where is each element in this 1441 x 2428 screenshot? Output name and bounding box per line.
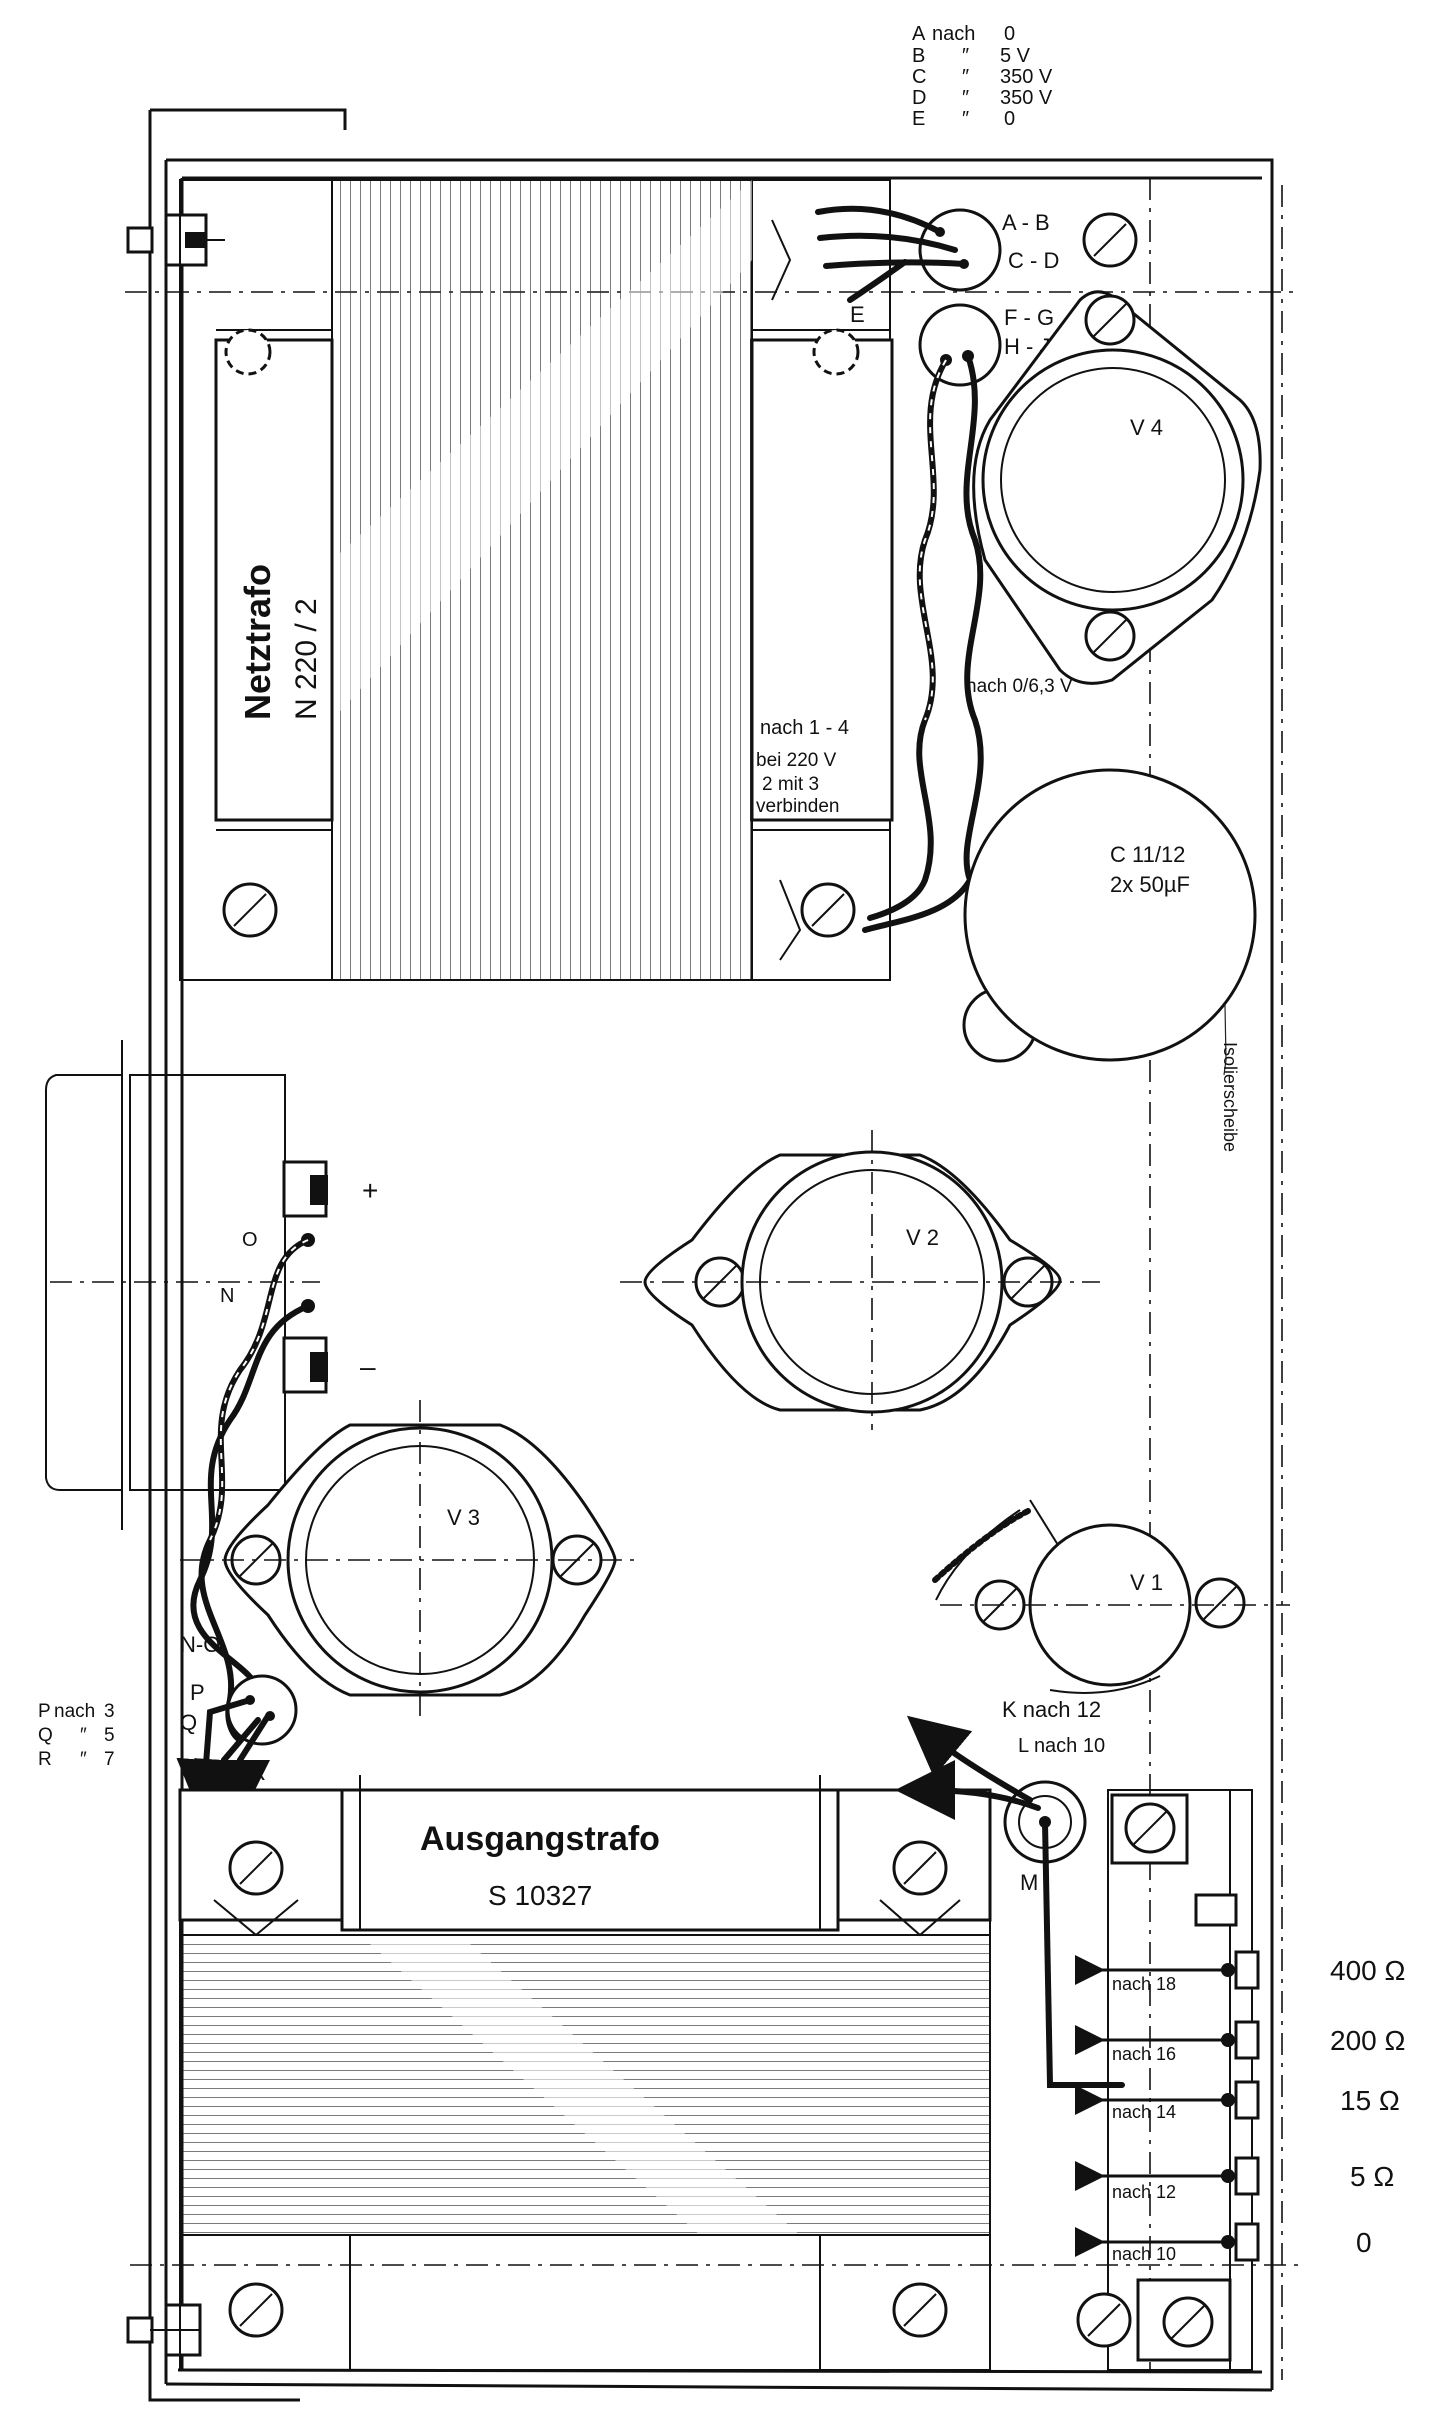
capacitor-value: 2x 50µF (1110, 872, 1190, 897)
legend-key-a: A (912, 23, 926, 45)
note-2-mit-3: 2 mit 3 (762, 774, 819, 795)
note-verbinden: verbinden (756, 796, 839, 817)
output-tap-wire-label: nach 12 (1112, 2182, 1176, 2202)
output-terminal-strip (1076, 1789, 1253, 2371)
output-taps: nach 18 400 Ω nach 16 200 Ω nach 14 15 Ω nach … (1075, 1950, 1405, 2264)
socket-label-cd: C - D (1008, 248, 1059, 273)
socket-abcde: A - B C - D E (815, 205, 1059, 327)
tube-v4-label: V 4 (1130, 415, 1163, 440)
legend-text-p: nach (54, 1701, 95, 1722)
legend-key-b: B (912, 45, 925, 67)
legend-top: A nach 0 B ″ 5 V C ″ 350 V D ″ 350 V E ″… (912, 23, 1053, 130)
socket-label-fg: F - G (1004, 305, 1054, 330)
output-tap-ohm-label: 400 Ω (1330, 1955, 1405, 1986)
output-tap-ohm-label: 15 Ω (1340, 2085, 1400, 2116)
output-terminal-2 (1234, 2080, 1260, 2120)
tube-v4: V 4 (972, 290, 1262, 685)
output-tap-solder-point-2 (1221, 2093, 1235, 2107)
wire-label-o: O (242, 1229, 258, 1251)
socket-label-r: R (250, 1760, 266, 1785)
output-tap-solder-point-1 (1221, 2033, 1235, 2047)
legend-value-a: 0 (1004, 23, 1015, 45)
tube-v2: V 2 (620, 1130, 1100, 1430)
legend-key-p: P (38, 1701, 51, 1722)
legend-key-d: D (912, 87, 926, 109)
socket-m: K nach 12 L nach 10 M (895, 1697, 1125, 2088)
legend-key-q: Q (38, 1725, 53, 1746)
socket-label-m: M (1020, 1870, 1038, 1895)
legend-value-b: 5 V (1000, 45, 1031, 67)
netztrafo-title: Netztrafo (237, 564, 278, 720)
legend-text-q: ″ (80, 1725, 87, 1746)
socket-label-no: N-O (180, 1632, 220, 1657)
note-bei-220v: bei 220 V (756, 750, 837, 771)
screw-top-right (1082, 212, 1138, 268)
chassis-bolt-bottom (126, 2303, 202, 2357)
output-tap-solder-point-3 (1221, 2169, 1235, 2183)
note-nach-1-4: nach 1 - 4 (760, 717, 849, 739)
legend-text-e: ″ (962, 108, 969, 130)
tube-v2-label: V 2 (906, 1225, 939, 1250)
note-nach-0-6-3v: nach 0/6,3 V (966, 676, 1073, 697)
legend-value-c: 350 V (1000, 66, 1053, 88)
note-isolierscheibe: Isolierscheibe (1220, 1042, 1240, 1152)
socket-pqr: P Q R (176, 1674, 298, 1820)
output-tap-solder-point-0 (1221, 1963, 1235, 1977)
output-tap-solder-point-4 (1221, 2235, 1235, 2249)
output-tap-wire-label: nach 10 (1112, 2244, 1176, 2264)
socket-label-q: Q (180, 1710, 197, 1735)
socket-label-l: L nach 10 (1018, 1735, 1105, 1757)
socket-label-k: K nach 12 (1002, 1697, 1101, 1722)
legend-value-p: 3 (104, 1701, 115, 1722)
legend-value-q: 5 (104, 1725, 115, 1746)
netztrafo-code: N 220 / 2 (290, 598, 323, 720)
legend-value-e: 0 (1004, 108, 1015, 130)
legend-value-d: 350 V (1000, 87, 1053, 109)
capacitor-c11-12: C 11/12 2x 50µF Isolierscheibe (962, 768, 1257, 1152)
legend-value-r: 7 (104, 1749, 115, 1770)
legend-text-a: nach (932, 23, 975, 45)
legend-left: P nach 3 Q ″ 5 R ″ 7 (38, 1701, 115, 1770)
left-bracket: + – O N (45, 1040, 378, 1530)
heater-wires: nach 1 - 4 nach 0/6,3 V bei 220 V 2 mit … (756, 353, 1073, 933)
output-tap-ohm-label: 5 Ω (1350, 2161, 1394, 2192)
output-terminal-1 (1234, 2020, 1260, 2060)
terminal-minus-label: – (360, 1351, 376, 1382)
netztrafo: Netztrafo N 220 / 2 (179, 179, 894, 981)
tube-v1-label: V 1 (1130, 1570, 1163, 1595)
tube-v3-label: V 3 (447, 1505, 480, 1530)
ausgangstrafo-title: Ausgangstrafo (420, 1820, 660, 1858)
ausgangstrafo: Ausgangstrafo S 10327 (178, 1775, 992, 2371)
output-tap-ohm-label: 200 Ω (1330, 2025, 1405, 2056)
output-tap-wire-label: nach 14 (1112, 2102, 1176, 2122)
output-tap-ohm-label: 0 (1356, 2227, 1372, 2258)
output-terminal-4 (1234, 2222, 1260, 2262)
output-tap-wire-label: nach 18 (1112, 1974, 1176, 1994)
tube-v3: V 3 (180, 1400, 640, 1720)
capacitor-name: C 11/12 (1110, 842, 1185, 867)
wire-label-n: N (220, 1285, 234, 1307)
output-terminal-3 (1234, 2156, 1260, 2196)
ausgangstrafo-code: S 10327 (488, 1880, 592, 1911)
chassis-bolt-top (126, 213, 225, 267)
legend-text-d: ″ (962, 87, 969, 109)
socket-label-e: E (850, 302, 865, 327)
tube-v1: V 1 (932, 1499, 1290, 1694)
legend-key-e: E (912, 108, 925, 130)
legend-text-b: ″ (962, 45, 969, 67)
output-terminal-0 (1234, 1950, 1260, 1990)
legend-text-r: ″ (80, 1749, 87, 1770)
output-tap-wire-label: nach 16 (1112, 2044, 1176, 2064)
legend-text-c: ″ (962, 66, 969, 88)
terminal-plus-label: + (362, 1175, 378, 1206)
legend-key-r: R (38, 1749, 52, 1770)
socket-label-p: P (190, 1680, 205, 1705)
socket-label-ab: A - B (1002, 210, 1050, 235)
legend-key-c: C (912, 66, 926, 88)
